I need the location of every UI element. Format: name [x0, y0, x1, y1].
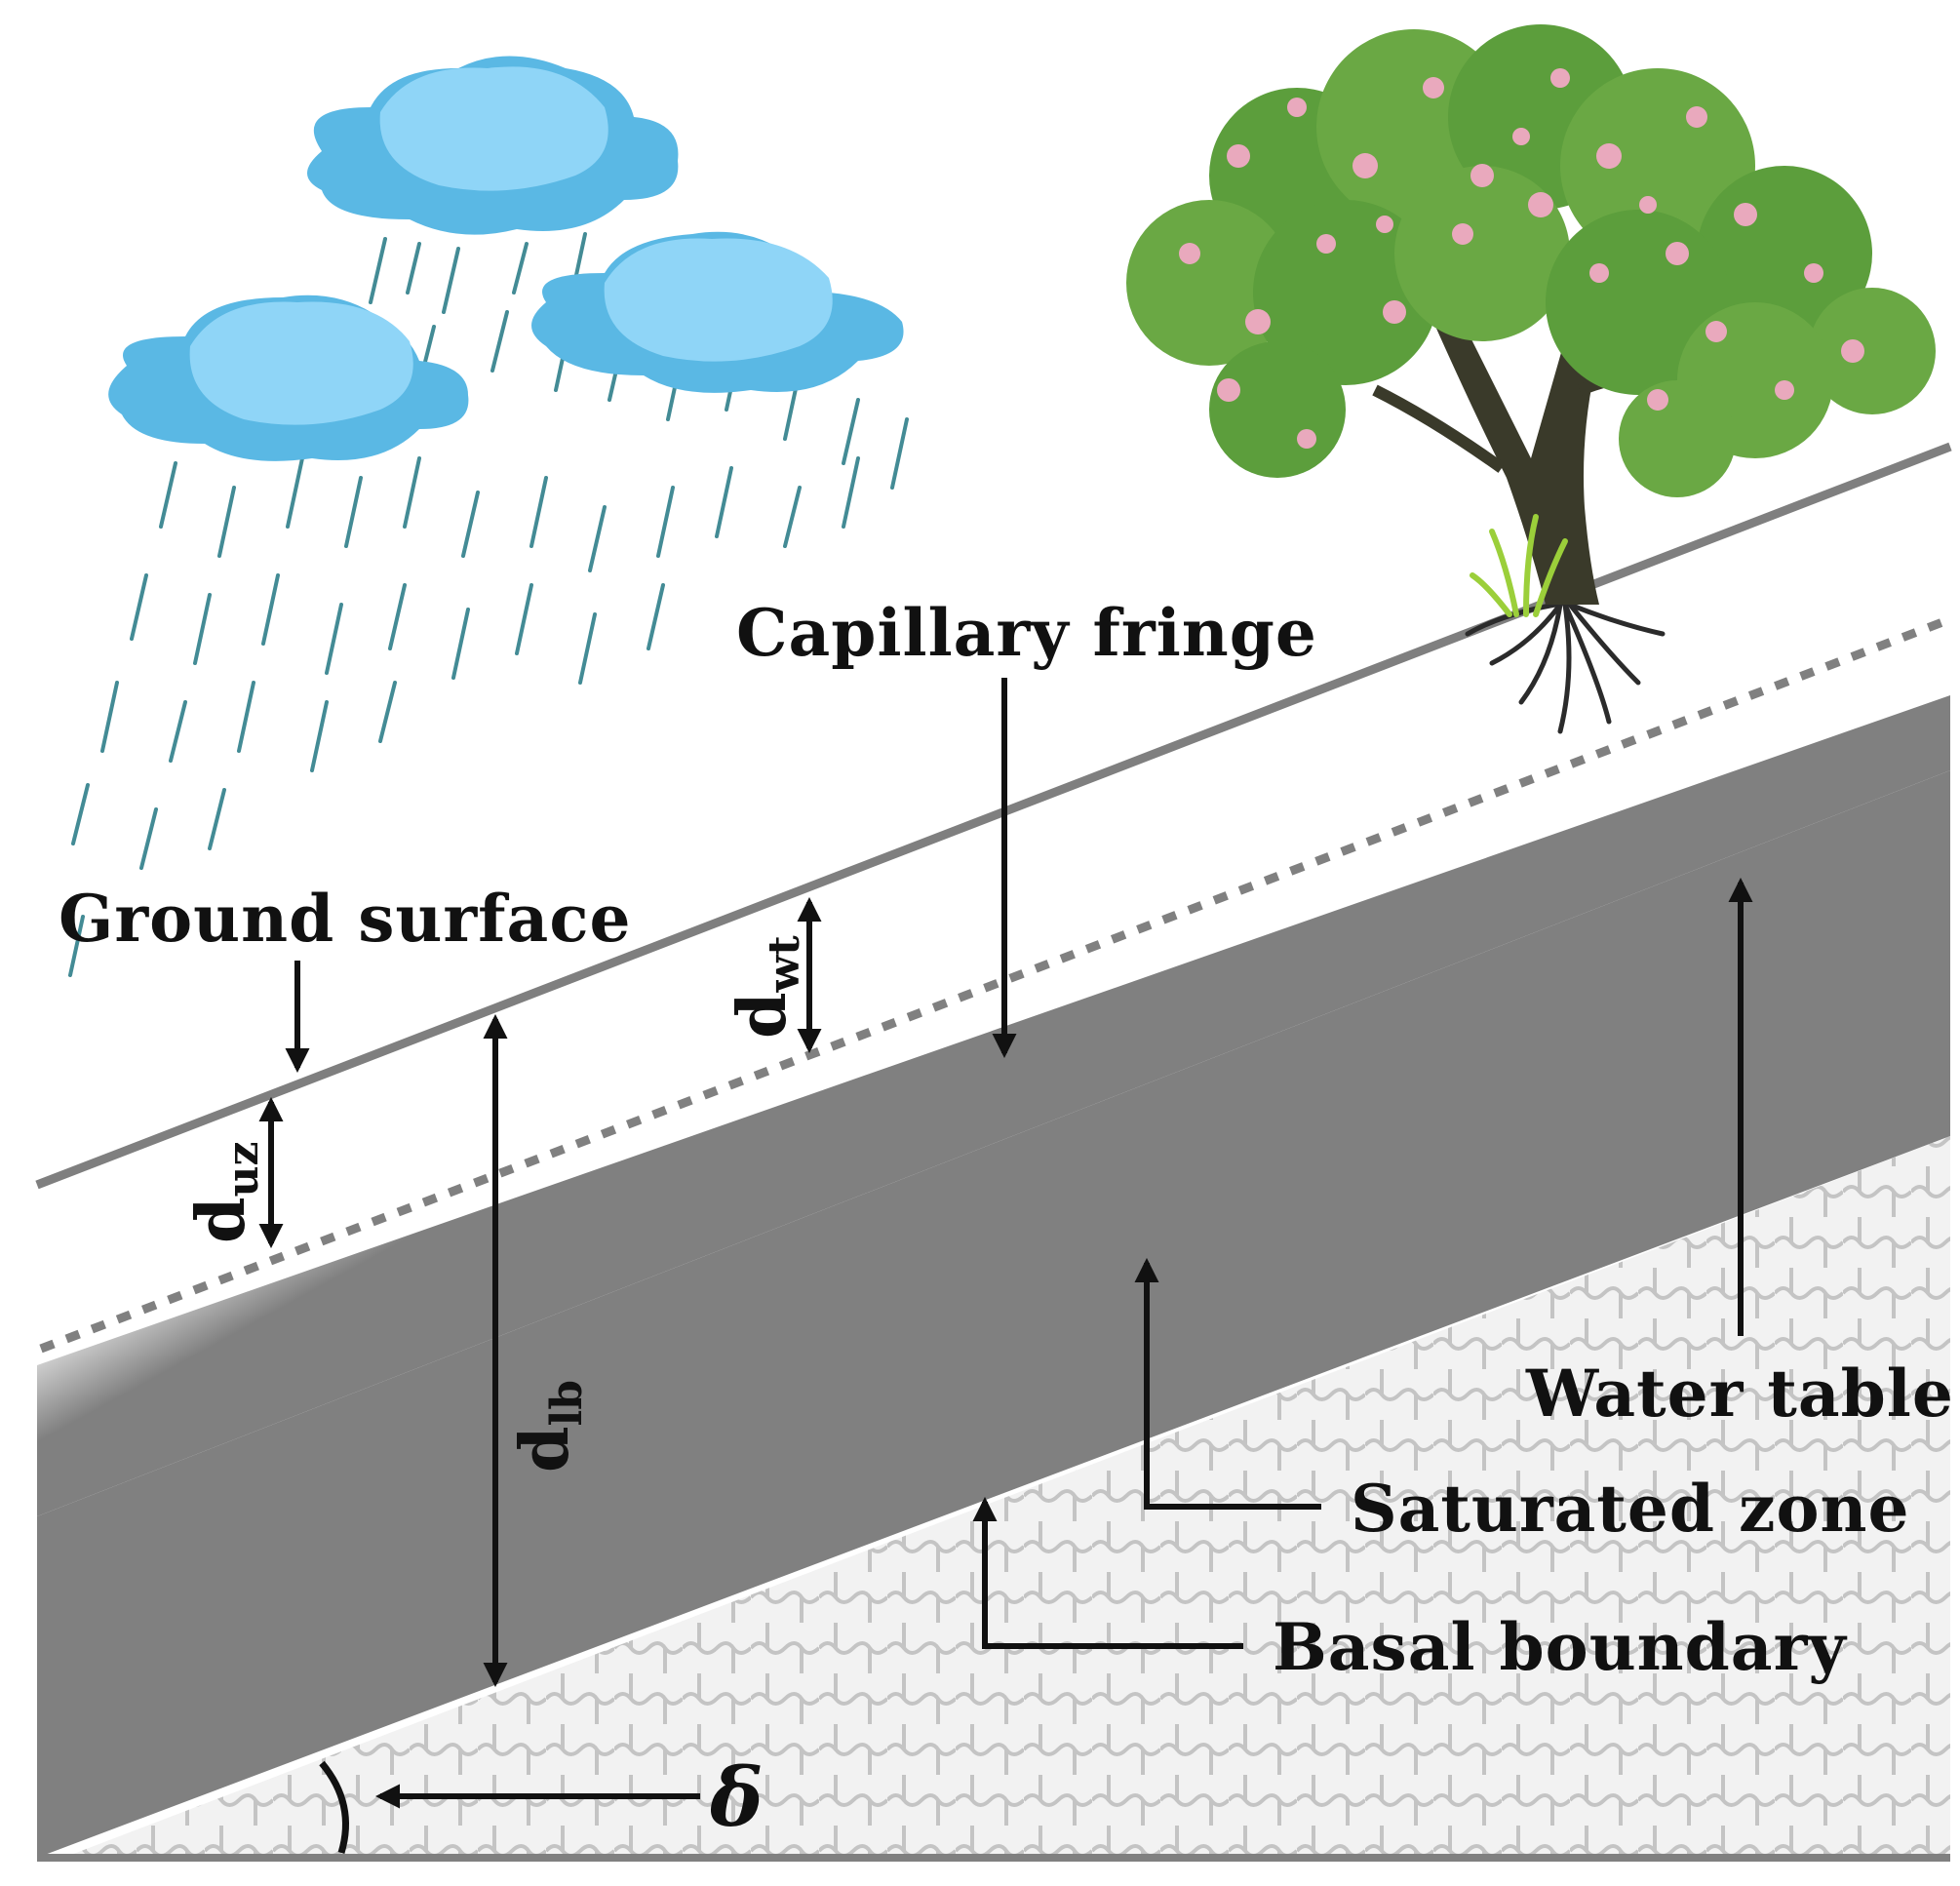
tree-grass: [1470, 514, 1568, 617]
slope-angle-arc: [319, 1760, 349, 1855]
ground-surface-label: Ground surface: [59, 881, 632, 957]
basal-boundary-arrow: [972, 1496, 1243, 1649]
rain-cloud-icon: [68, 56, 909, 977]
cloud-top: [307, 56, 679, 235]
d-wt-symbol: dwt: [724, 935, 809, 1039]
d-lb-symbol: dlb: [506, 1380, 592, 1473]
d-uz-base: d: [182, 1197, 260, 1243]
water-table-label: Water table: [1525, 1356, 1954, 1432]
d-uz-symbol: duz: [182, 1141, 268, 1243]
tree-roots: [1465, 602, 1666, 734]
bedrock: [63, 1136, 1950, 1858]
tree-icon: [1126, 24, 1936, 734]
cloud-left: [108, 295, 469, 461]
capillary-fringe-label: Capillary fringe: [736, 595, 1317, 671]
basal-boundary-label: Basal boundary: [1273, 1609, 1847, 1685]
d-uz-subscript: uz: [218, 1141, 268, 1197]
saturated-zone-label: Saturated zone: [1351, 1471, 1910, 1547]
arrows: [258, 678, 1753, 1855]
tree-foliage: [1126, 24, 1936, 497]
saturated-zone: [37, 770, 1950, 1858]
ground-surface-line: [35, 442, 1952, 1190]
delta-symbol: δ: [709, 1751, 764, 1845]
water-table-line: [39, 614, 1952, 1354]
d-wt-base: d: [724, 992, 802, 1039]
cloud-right: [531, 231, 904, 393]
d-wt-subscript: wt: [760, 935, 809, 994]
capillary-fringe-zone: [37, 695, 1950, 1516]
d-lb-subscript: lb: [542, 1380, 592, 1426]
d-lb-base: d: [506, 1426, 584, 1473]
saturated-zone-arrow: [1134, 1257, 1321, 1510]
